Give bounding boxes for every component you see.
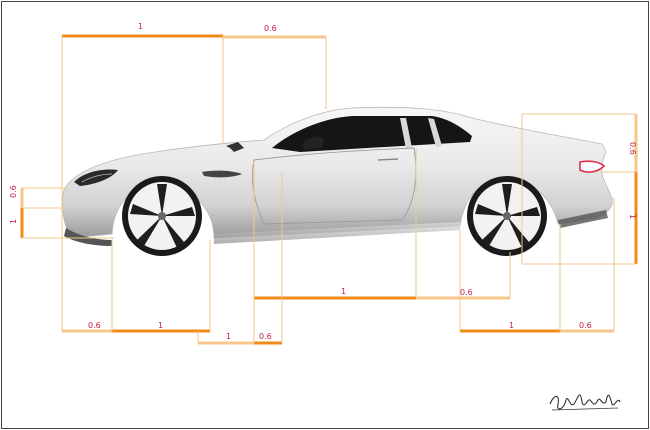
label-rear-06: 0.6 — [579, 321, 592, 330]
side-vent — [202, 170, 242, 178]
label-right-1: 1 — [628, 214, 637, 219]
proportion-guides — [20, 34, 638, 345]
label-front-1: 1 — [158, 321, 163, 330]
window-pillar — [400, 118, 412, 149]
taillight — [579, 160, 606, 173]
label-mid-1: 1 — [341, 287, 346, 296]
label-left-06: 0.6 — [9, 185, 18, 198]
car-silhouette — [62, 106, 613, 256]
headlight-highlight — [81, 173, 113, 183]
label-front-low-06: 0.6 — [259, 332, 272, 341]
front-wheel — [122, 176, 202, 256]
artist-signature — [549, 394, 621, 411]
side-sill — [214, 222, 460, 244]
label-top-06: 0.6 — [264, 24, 277, 33]
label-left-1: 1 — [9, 219, 18, 224]
door-handle — [377, 158, 399, 161]
label-right-06: 0.6 — [628, 142, 637, 155]
label-mid-06: 0.6 — [460, 288, 473, 297]
window-pillar-rear — [428, 118, 442, 147]
rear-wheel — [467, 176, 547, 256]
mirror — [302, 136, 324, 150]
headlight — [74, 169, 118, 186]
label-front-06: 0.6 — [88, 321, 101, 330]
label-front-low-1: 1 — [226, 332, 231, 341]
wing-badge-icon — [226, 142, 244, 152]
front-splitter — [64, 228, 112, 246]
label-top-1: 1 — [138, 22, 143, 31]
rear-diffuser — [558, 210, 608, 228]
proportion-labels: 1 0.6 0.6 1 0.6 1 1 0.6 0.6 1 1 0.6 1 0.… — [9, 22, 637, 341]
label-rear-1: 1 — [509, 321, 514, 330]
